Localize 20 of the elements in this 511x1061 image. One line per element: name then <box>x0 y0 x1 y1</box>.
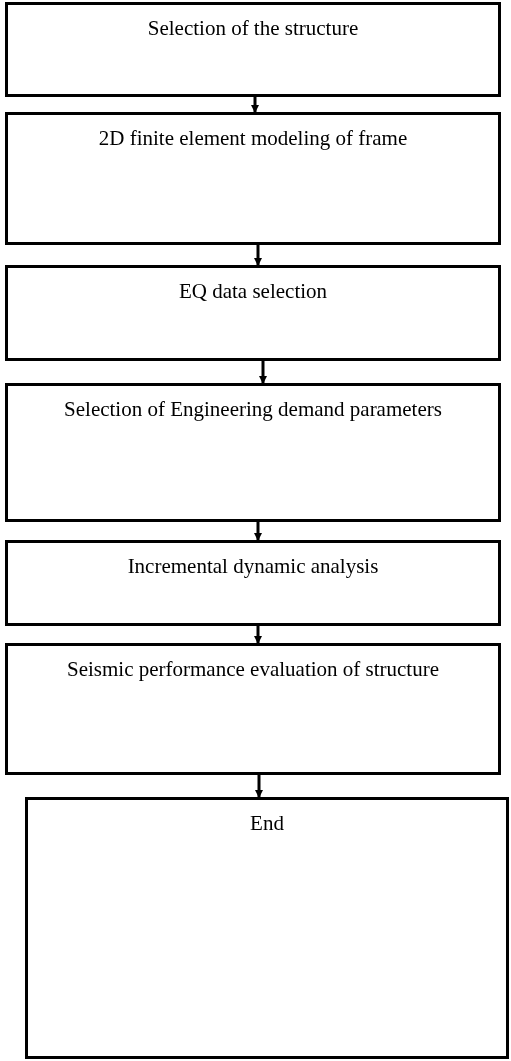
arrow <box>254 626 262 644</box>
step-text: Incremental dynamic analysis <box>127 553 379 580</box>
arrow <box>251 97 259 113</box>
arrow <box>254 522 262 541</box>
process-box <box>5 643 501 775</box>
process-box <box>5 112 501 245</box>
process-box <box>5 383 501 522</box>
arrow <box>254 245 262 266</box>
step-text: End <box>250 810 284 837</box>
step-text: 2D finite element modeling of frame <box>98 125 408 152</box>
step-text: Seismic performance evaluation of structure <box>67 656 439 683</box>
step-text: Selection of the structure <box>147 15 359 42</box>
step-text: Selection of Engineering demand parameters <box>64 396 442 423</box>
step-text: EQ data selection <box>178 278 328 305</box>
arrow <box>259 361 267 384</box>
arrow <box>255 775 263 798</box>
process-box <box>5 265 501 361</box>
process-box <box>5 2 501 97</box>
process-box <box>5 540 501 626</box>
process-box <box>25 797 509 1059</box>
